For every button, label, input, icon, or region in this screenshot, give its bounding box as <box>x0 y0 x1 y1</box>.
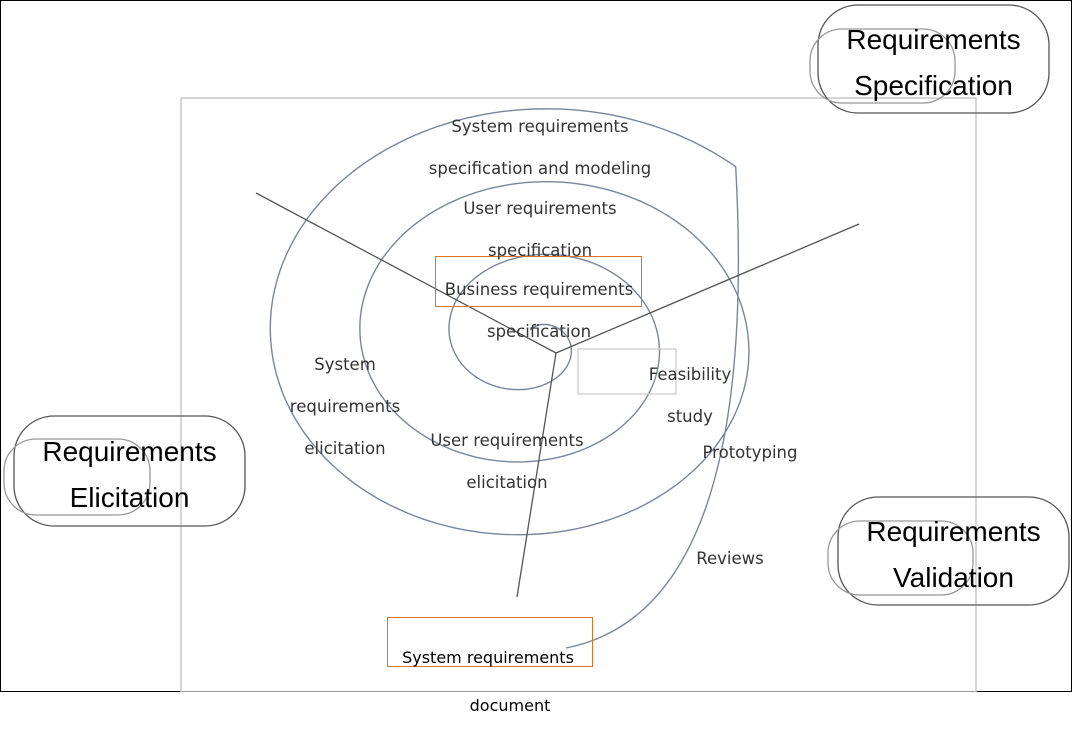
label-system-spec: System requirements specification and mo… <box>428 117 652 178</box>
phase-label-specification: Requirements Specification <box>846 24 1021 101</box>
label-user-elicitation: User requirements elicitation <box>430 431 584 492</box>
label-prototyping: Prototyping <box>702 443 798 462</box>
axis-bottom <box>516 352 557 598</box>
label-reviews: Reviews <box>696 549 764 568</box>
outer-rectangle <box>180 97 977 692</box>
phase-label-validation: Requirements Validation <box>866 516 1041 593</box>
axis-upper-left <box>255 192 557 354</box>
business-spec-highlight-box <box>435 256 642 307</box>
document-highlight-box <box>387 617 593 667</box>
label-system-elicitation: System requirements elicitation <box>289 355 401 458</box>
phase-box-specification <box>809 4 1050 114</box>
label-document: System requirements document <box>402 648 574 715</box>
label-feasibility: Feasibility study <box>648 365 732 426</box>
spiral-curve <box>269 108 750 649</box>
phase-label-elicitation: Requirements Elicitation <box>42 436 217 513</box>
spiral-diagram <box>3 4 1070 692</box>
phase-box-validation <box>827 496 1070 606</box>
phase-box-elicitation <box>3 415 246 527</box>
label-user-spec: User requirements specification <box>463 199 617 260</box>
feasibility-faint-box <box>577 348 677 395</box>
axis-upper-right <box>555 223 860 354</box>
label-business-spec: Business requirements specification <box>444 280 634 341</box>
